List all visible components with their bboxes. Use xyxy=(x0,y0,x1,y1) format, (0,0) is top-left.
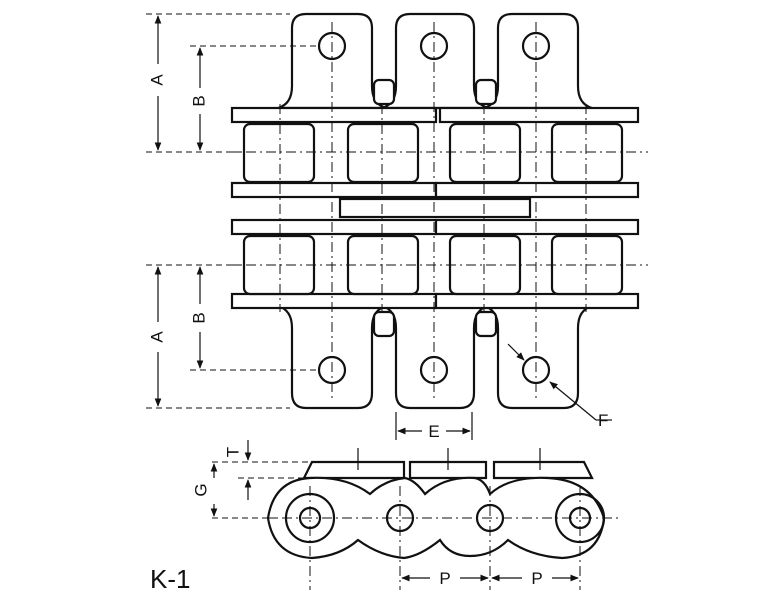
plate-top-right xyxy=(438,106,640,124)
top-tab-middle xyxy=(381,12,489,110)
dimension-t: T xyxy=(223,440,252,500)
side-attachment-right xyxy=(492,460,594,480)
dimension-g: G xyxy=(191,463,218,517)
dimension-b-bottom-label: B xyxy=(189,312,208,323)
side-view-extension-lines xyxy=(212,461,312,519)
dimension-p-left-label: P xyxy=(439,569,450,588)
top-view-extension-lines xyxy=(146,13,473,440)
top-tab-left-hole xyxy=(317,31,347,61)
dimension-a-top: A xyxy=(147,15,166,151)
dimension-b-bottom: B xyxy=(189,266,208,369)
dimension-b-top-label: B xyxy=(189,95,208,106)
top-view-centerlines xyxy=(226,22,648,400)
dimension-a-top-label: A xyxy=(147,74,166,86)
bottom-attachment-tabs xyxy=(277,304,593,410)
figure-label: K-1 xyxy=(150,564,190,594)
rollers-upper-row xyxy=(242,122,624,184)
plate-center-bridge xyxy=(338,197,532,219)
bottom-gap-roller-right xyxy=(474,310,498,338)
top-tab-right-hole xyxy=(521,31,551,61)
dimension-p-left: P xyxy=(401,569,489,588)
plate-top-left xyxy=(230,106,438,124)
plate-bottom-left xyxy=(230,292,438,310)
dimension-b-top: B xyxy=(189,47,208,151)
top-gap-roller-left xyxy=(372,78,396,106)
plate-upper-mid-left xyxy=(230,181,438,199)
side-view-centerlines xyxy=(262,448,620,590)
dimension-e-label: E xyxy=(428,422,439,441)
plate-upper-mid-right xyxy=(434,181,640,199)
dimension-f: F xyxy=(507,343,612,430)
side-attachment-left xyxy=(302,460,406,480)
dimension-p-right-label: P xyxy=(531,569,542,588)
top-gap-roller-right xyxy=(474,78,498,106)
top-attachment-tabs xyxy=(277,12,593,110)
plate-bottom-right xyxy=(434,292,640,310)
dimension-t-label: T xyxy=(223,447,242,457)
roller-upper-2 xyxy=(346,122,420,184)
bottom-gap-roller-left xyxy=(372,310,396,338)
plate-lower-mid-right xyxy=(434,218,640,236)
dimension-a-bottom: A xyxy=(147,266,166,407)
roller-upper-1 xyxy=(242,122,316,184)
top-tab-middle-hole xyxy=(419,31,449,61)
roller-upper-3 xyxy=(448,122,522,184)
top-view: A B B A E F xyxy=(146,12,648,441)
side-view: T G P P xyxy=(191,440,620,590)
dimension-a-bottom-label: A xyxy=(147,331,166,343)
dimension-f-label: F xyxy=(598,411,608,430)
roller-upper-4 xyxy=(550,122,624,184)
top-tab-right xyxy=(483,12,593,110)
link-plates xyxy=(230,106,640,310)
dimension-e: E xyxy=(397,422,471,441)
plate-lower-mid-left xyxy=(230,218,438,236)
dimension-g-label: G xyxy=(191,483,210,496)
dimension-p-right: P xyxy=(491,569,579,588)
